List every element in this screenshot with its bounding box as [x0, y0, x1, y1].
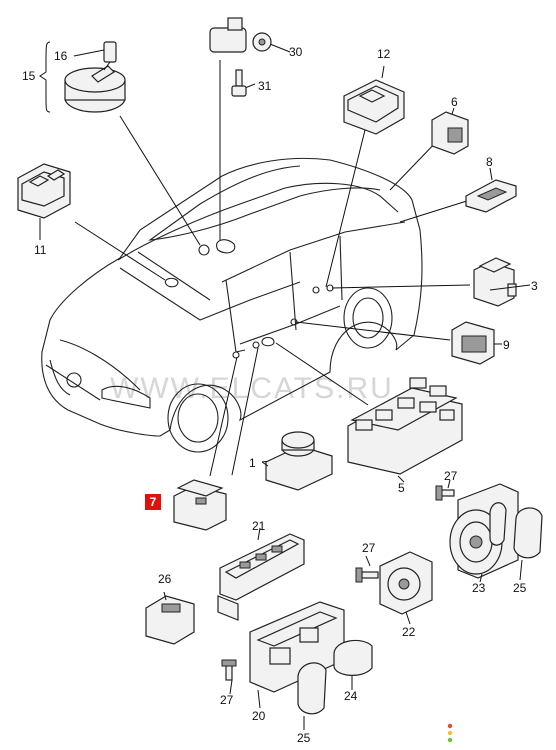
part-6-button: [431, 111, 469, 155]
callout-23: 23: [472, 581, 486, 595]
callout-27-mid: 27: [362, 541, 376, 555]
watermark-text: WWW.ELCATS.RU: [110, 372, 394, 405]
callout-5: 5: [398, 481, 405, 495]
callout-12: 12: [377, 47, 391, 61]
callout-15: 15: [22, 69, 36, 83]
part-23-seat-switch: [449, 483, 519, 579]
callout-3: 3: [531, 279, 538, 293]
part-22-seat-switch: [379, 551, 433, 615]
part-9-switch: [451, 321, 495, 365]
part-24-knob: [333, 639, 373, 676]
callout-25-upper: 25: [513, 581, 527, 595]
part-27-bolt-mid: [355, 567, 379, 583]
part-21-switch-panel: [217, 533, 305, 621]
car-marker: [261, 336, 275, 347]
car-marker: [232, 351, 240, 359]
part-3-switch: [473, 257, 517, 307]
callout-1: 1: [249, 456, 256, 470]
callout-8: 8: [486, 155, 493, 169]
callout-20: 20: [252, 709, 266, 723]
callout-30: 30: [289, 45, 303, 59]
part-20-control-unit: [249, 601, 345, 693]
car-marker: [198, 244, 210, 256]
callout-26: 26: [158, 572, 172, 586]
callout-11: 11: [34, 243, 47, 257]
callout-27-right: 27: [444, 469, 458, 483]
callout-6: 6: [451, 95, 458, 109]
callout-16: 16: [54, 49, 68, 63]
car-marker: [312, 286, 320, 294]
car-outline: [41, 157, 423, 453]
car-marker: [252, 341, 260, 349]
label-leaders: [39, 65, 531, 730]
callout-22: 22: [402, 625, 416, 639]
bracket-15: [39, 41, 51, 113]
part-27-bolt-right: [435, 485, 455, 501]
traffic-light-icon: [447, 723, 453, 743]
part-5-window-switch: [347, 377, 463, 475]
callout-21: 21: [252, 519, 266, 533]
part-11-switch: [17, 163, 71, 219]
part-26-switch: [145, 595, 195, 645]
callout-24: 24: [344, 689, 358, 703]
part-27-bolt-left: [221, 659, 237, 681]
part-1-mirror-switch: [265, 431, 333, 491]
part-25-cover-lower: [297, 662, 327, 715]
part-30-sensor: [209, 17, 272, 53]
callout-25-lower: 25: [297, 731, 311, 745]
part-8-switch: [465, 179, 517, 213]
callout-7-highlighted: 7: [149, 495, 157, 509]
car-marker: [164, 277, 179, 288]
highlight-callout-box: [145, 494, 161, 510]
callout-9: 9: [503, 338, 510, 352]
car-marker: [216, 239, 236, 254]
callout-31: 31: [258, 79, 272, 93]
part-15-rotary-switch: [64, 41, 126, 113]
part-7-switch: [173, 479, 227, 531]
part-25-cover-upper: [513, 507, 543, 559]
part-31-bolt: [231, 69, 247, 97]
leader-16: [73, 49, 105, 57]
part-12-switch: [343, 79, 405, 135]
callout-27-left: 27: [220, 693, 234, 707]
